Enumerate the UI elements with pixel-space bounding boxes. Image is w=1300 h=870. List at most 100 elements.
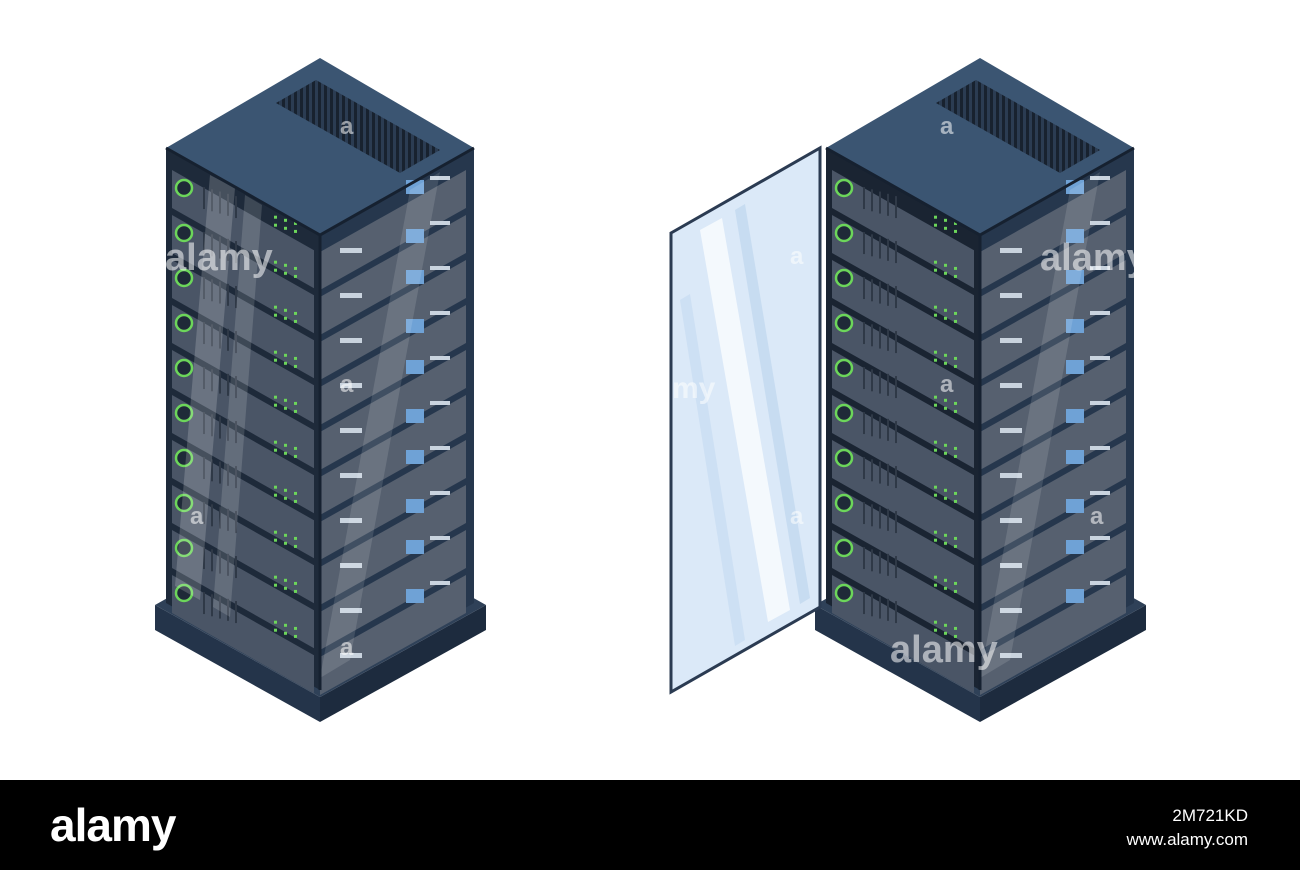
- status-led-icon: [954, 536, 957, 540]
- site-url[interactable]: www.alamy.com: [1126, 830, 1248, 849]
- side-indicator: [406, 589, 424, 603]
- status-led-icon: [294, 311, 297, 315]
- watermark-letter: a: [1090, 503, 1104, 530]
- status-led-icon: [944, 533, 947, 537]
- status-led-icon: [934, 215, 937, 219]
- side-slot: [430, 356, 450, 360]
- status-led-icon: [294, 446, 297, 450]
- status-led-icon: [944, 578, 947, 582]
- status-led-icon: [954, 266, 957, 270]
- status-led-icon: [954, 356, 957, 360]
- status-led-icon: [954, 581, 957, 585]
- rack-base-front: [815, 605, 980, 722]
- server-unit-side: [980, 575, 1126, 695]
- side-indicator: [1066, 360, 1084, 374]
- server-unit-side: [320, 260, 466, 380]
- server-unit-side: [980, 350, 1126, 470]
- status-led-icon: [274, 575, 277, 579]
- status-led-icon: [944, 631, 947, 635]
- server-unit-front: [832, 395, 974, 514]
- side-slot: [340, 473, 362, 478]
- status-led-icon: [274, 223, 277, 227]
- status-led-icon: [274, 583, 277, 587]
- side-slot: [430, 311, 450, 315]
- status-led-icon: [934, 575, 937, 579]
- status-led-icon: [954, 319, 957, 323]
- stock-watermark: alamy alamy alamy a a a a a a a a a my: [165, 113, 1148, 671]
- side-slot: [1090, 401, 1110, 405]
- status-led-icon: [274, 620, 277, 624]
- server-unit-side: [980, 260, 1126, 380]
- side-slot: [1000, 563, 1022, 568]
- status-led-icon: [284, 533, 287, 537]
- server-unit-front: [832, 350, 974, 469]
- watermark-letter: a: [790, 503, 804, 530]
- status-led-icon: [274, 358, 277, 362]
- status-led-icon: [294, 499, 297, 503]
- watermark-letter: a: [190, 503, 204, 530]
- server-unit-front: [172, 530, 314, 649]
- power-button-icon: [834, 448, 854, 468]
- side-slot: [430, 581, 450, 585]
- status-led-icon: [284, 308, 287, 312]
- power-button-icon: [174, 448, 194, 468]
- footer-bar: alamy 2M721KD www.alamy.com: [0, 780, 1300, 870]
- server-units: [172, 170, 466, 695]
- server-unit-front: [832, 530, 974, 649]
- status-led-icon: [294, 401, 297, 405]
- glass-reflection: [320, 172, 440, 678]
- status-led-icon: [934, 583, 937, 587]
- side-slot: [340, 518, 362, 523]
- status-led-icon: [944, 353, 947, 357]
- side-slot: [430, 491, 450, 495]
- server-unit-front: [832, 485, 974, 604]
- status-led-icon: [944, 361, 947, 365]
- side-slot: [1090, 581, 1110, 585]
- side-slot: [340, 563, 362, 568]
- status-led-icon: [294, 409, 297, 413]
- brand-logo[interactable]: alamy: [50, 799, 176, 851]
- server-unit-side: [320, 485, 466, 605]
- status-led-icon: [954, 364, 957, 368]
- side-indicator: [1066, 409, 1084, 423]
- status-led-icon: [274, 268, 277, 272]
- status-led-icon: [274, 485, 277, 489]
- status-led-icon: [934, 403, 937, 407]
- status-led-icon: [294, 319, 297, 323]
- status-led-icon: [284, 218, 287, 222]
- status-led-icon: [944, 451, 947, 455]
- status-led-icon: [294, 364, 297, 368]
- side-indicator: [406, 319, 424, 333]
- status-led-icon: [274, 448, 277, 452]
- server-unit-side: [320, 305, 466, 425]
- status-led-icon: [274, 403, 277, 407]
- status-led-icon: [934, 628, 937, 632]
- power-button-icon: [834, 223, 854, 243]
- status-led-icon: [954, 454, 957, 458]
- status-led-icon: [944, 398, 947, 402]
- server-unit-front: [172, 485, 314, 604]
- watermark-letter: a: [790, 243, 804, 270]
- side-indicator: [1066, 229, 1084, 243]
- status-led-icon: [284, 623, 287, 627]
- side-slot: [340, 293, 362, 298]
- side-slot: [430, 176, 450, 180]
- side-indicator: [406, 409, 424, 423]
- side-slot: [1000, 473, 1022, 478]
- side-slot: [340, 608, 362, 613]
- power-button-icon: [174, 403, 194, 423]
- status-led-icon: [954, 229, 957, 233]
- status-led-icon: [294, 626, 297, 630]
- side-slot: [340, 248, 362, 253]
- status-led-icon: [934, 440, 937, 444]
- side-slot: [1090, 446, 1110, 450]
- status-led-icon: [284, 271, 287, 275]
- status-led-icon: [294, 229, 297, 233]
- power-button-icon: [174, 493, 194, 513]
- status-led-icon: [274, 350, 277, 354]
- side-indicator: [406, 499, 424, 513]
- side-slot: [340, 653, 362, 658]
- server-unit-front: [172, 395, 314, 514]
- status-led-icon: [934, 313, 937, 317]
- power-button-icon: [174, 538, 194, 558]
